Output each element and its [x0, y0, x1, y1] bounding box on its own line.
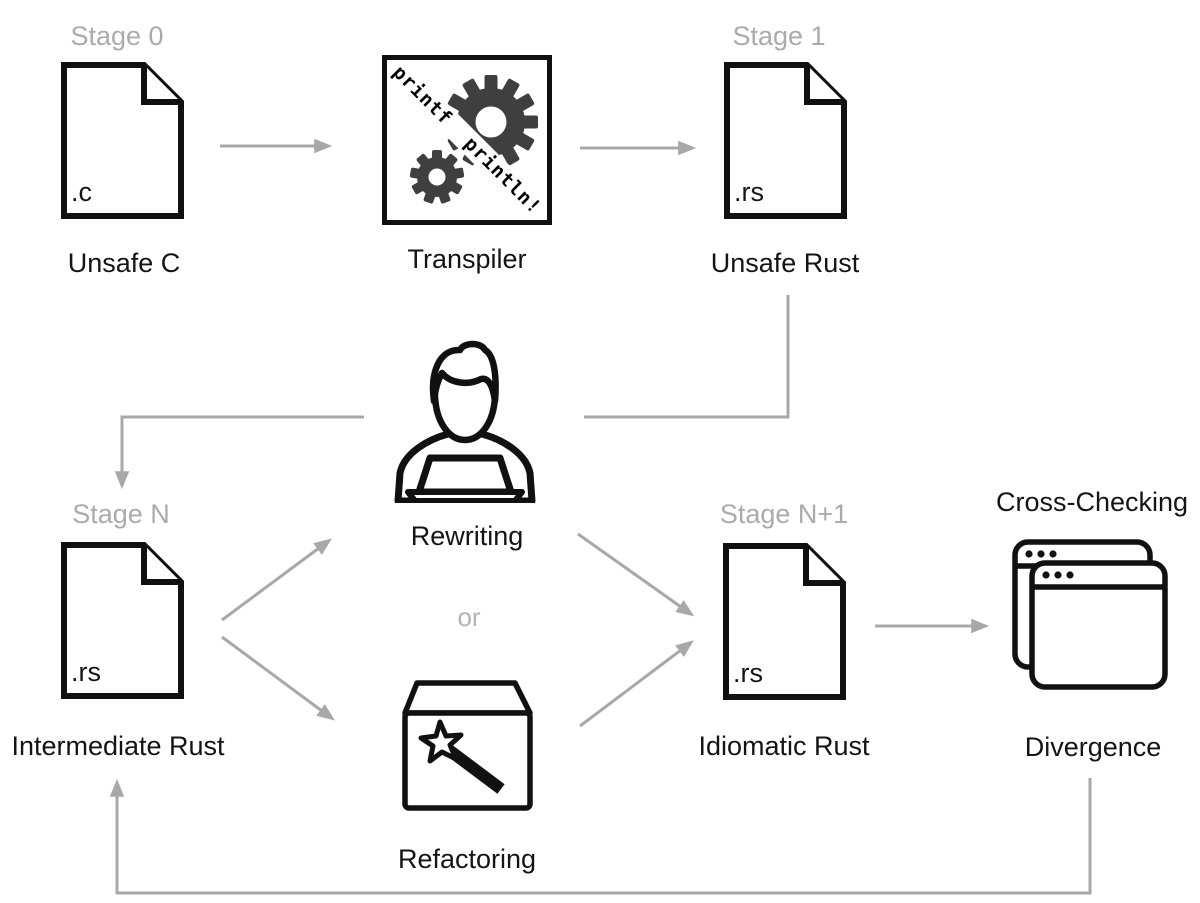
- arrow-rewriting-to-idiomatic: [577, 532, 695, 617]
- stage-1-label: Stage 1: [732, 21, 826, 51]
- arrow-intermediate-to-refactoring: [221, 635, 336, 721]
- document-icon: [61, 542, 184, 699]
- transpiler-label: Transpiler: [407, 244, 527, 274]
- transpiler-node: printf println!: [382, 55, 552, 225]
- refactoring-node: [400, 678, 535, 818]
- idiomatic-rust-node: .rs: [722, 542, 847, 701]
- refactoring-label: Refactoring: [397, 844, 537, 874]
- file-extension: .rs: [734, 177, 764, 207]
- document-icon: [724, 62, 847, 219]
- cross-checking-label: Cross-Checking: [995, 487, 1189, 517]
- or-label: or: [457, 602, 481, 632]
- magic-wand-box-icon: [402, 680, 533, 811]
- elbow-divergence-to-intermediate: [109, 778, 1092, 895]
- unsafe-c-node: .c: [60, 61, 185, 220]
- file-extension: .c: [71, 177, 93, 207]
- unsafe-rust-node: .rs: [723, 61, 848, 220]
- elbow-unsaferust-to-person: [584, 295, 790, 419]
- stage-n1-label: Stage N+1: [719, 499, 849, 529]
- document-icon: [723, 543, 846, 700]
- elbow-person-to-stagen: [114, 415, 364, 490]
- person-at-laptop-icon: [394, 340, 536, 505]
- file-extension: .rs: [71, 657, 101, 687]
- unsafe-c-label: Unsafe C: [67, 248, 181, 278]
- idiomatic-rust-label: Idiomatic Rust: [698, 731, 870, 761]
- rewriting-node: [390, 337, 540, 508]
- stage-0-label: Stage 0: [70, 21, 164, 51]
- divergence-label: Divergence: [1024, 732, 1162, 762]
- intermediate-rust-label: Intermediate Rust: [11, 731, 225, 761]
- intermediate-rust-node: .rs: [60, 541, 185, 700]
- rewriting-label: Rewriting: [410, 521, 524, 551]
- stage-n-label: Stage N: [72, 499, 170, 529]
- arrow-refactoring-to-idiomatic: [579, 640, 694, 728]
- file-extension: .rs: [733, 658, 763, 688]
- divergence-node: [1012, 539, 1168, 696]
- unsafe-rust-label: Unsafe Rust: [710, 248, 860, 278]
- document-icon: [61, 62, 184, 219]
- stacked-windows-icon: [1012, 539, 1168, 690]
- arrow-intermediate-to-rewriting: [221, 538, 333, 622]
